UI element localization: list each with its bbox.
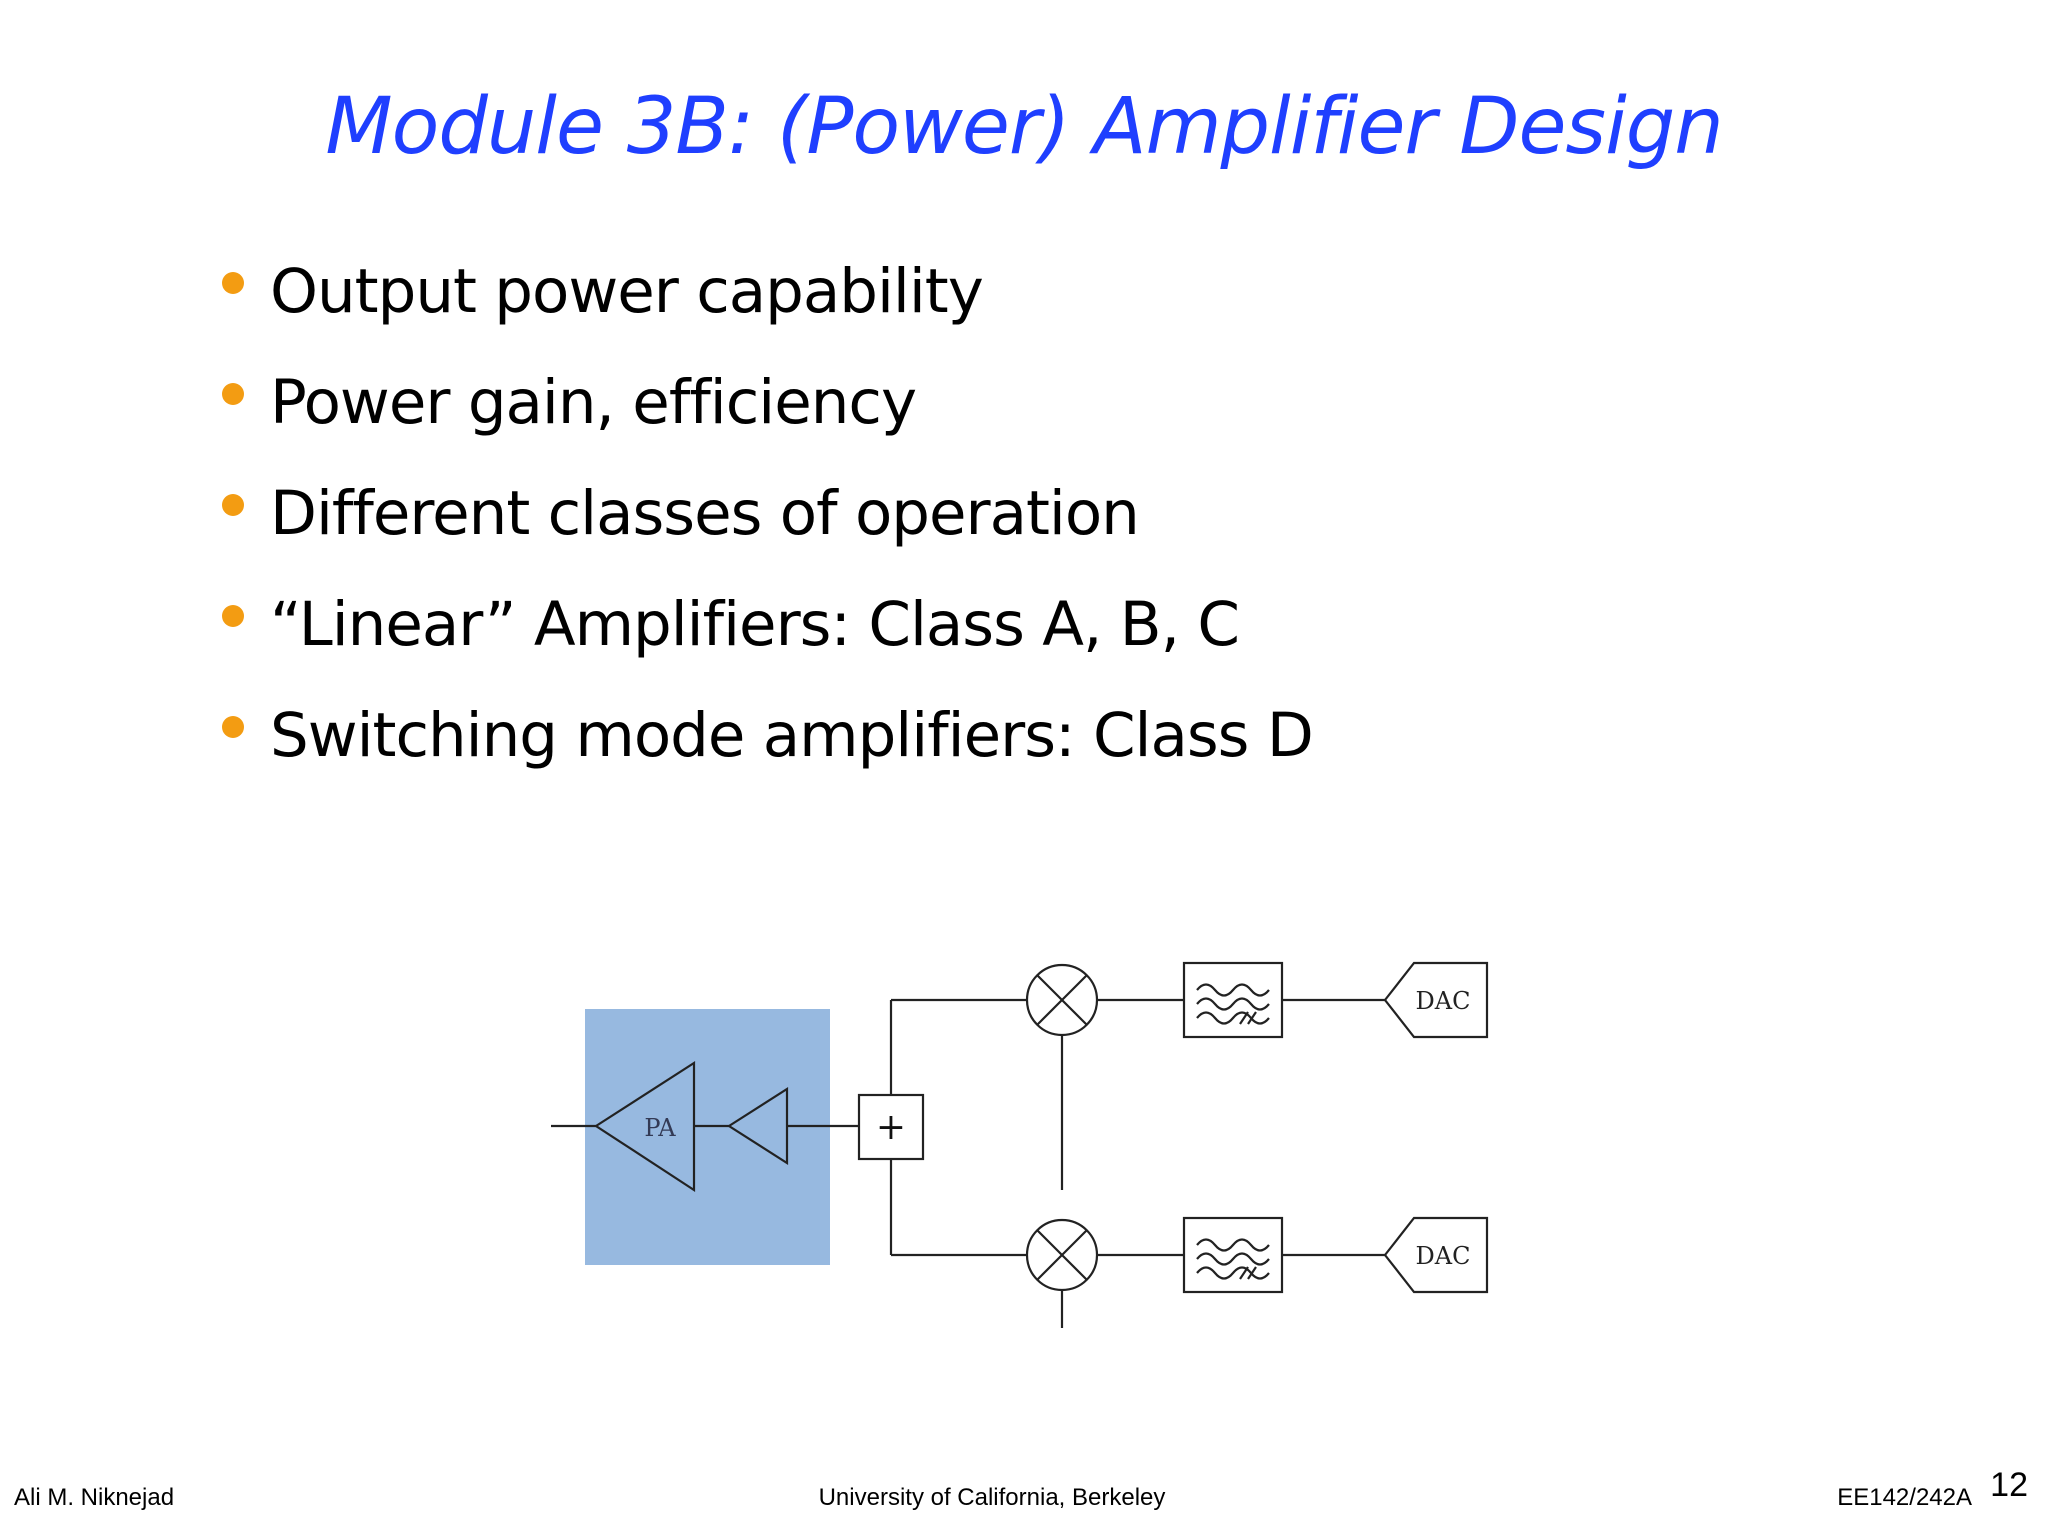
adder-symbol: + (876, 1107, 906, 1148)
bullet-item: Different classes of operation (222, 474, 1313, 585)
page-number: 12 (1990, 1466, 2028, 1504)
bullet-dot-icon (222, 605, 244, 627)
top-dac-label: DAC (1416, 987, 1471, 1015)
bottom-dac-box (1383, 1216, 1489, 1294)
bullet-item: “Linear” Amplifiers: Class A, B, C (222, 585, 1313, 696)
bullet-item: Output power capability (222, 252, 1313, 363)
pa-highlight-box (585, 1009, 830, 1265)
bottom-filter-box (1182, 1216, 1284, 1294)
bullet-text: “Linear” Amplifiers: Class A, B, C (270, 589, 1240, 660)
footer-institution: University of California, Berkeley (818, 1484, 1166, 1511)
bullet-dot-icon (222, 272, 244, 294)
pa-label: PA (644, 1114, 676, 1142)
bullet-list: Output power capability Power gain, effi… (222, 252, 1314, 807)
footer-course: EE142/242A (1837, 1484, 1972, 1511)
bottom-dac-label: DAC (1416, 1242, 1471, 1270)
bullet-dot-icon (222, 383, 244, 405)
bullet-text: Different classes of operation (270, 478, 1140, 549)
bullet-dot-icon (222, 494, 244, 516)
bullet-item: Switching mode amplifiers: Class D (222, 696, 1314, 807)
bullet-text: Switching mode amplifiers: Class D (270, 700, 1314, 771)
bullet-dot-icon (222, 716, 244, 738)
top-filter-box (1182, 961, 1284, 1039)
transmitter-block-diagram: PA + DAC DAC (551, 961, 1489, 1328)
footer-author: Ali M. Niknejad (14, 1484, 175, 1511)
bullet-item: Power gain, efficiency (222, 363, 1313, 474)
slide-title: Module 3B: (Power) Amplifier Design (325, 82, 1723, 172)
bullet-text: Power gain, efficiency (270, 367, 917, 438)
bullet-text: Output power capability (270, 256, 984, 327)
top-dac-box (1383, 961, 1489, 1039)
